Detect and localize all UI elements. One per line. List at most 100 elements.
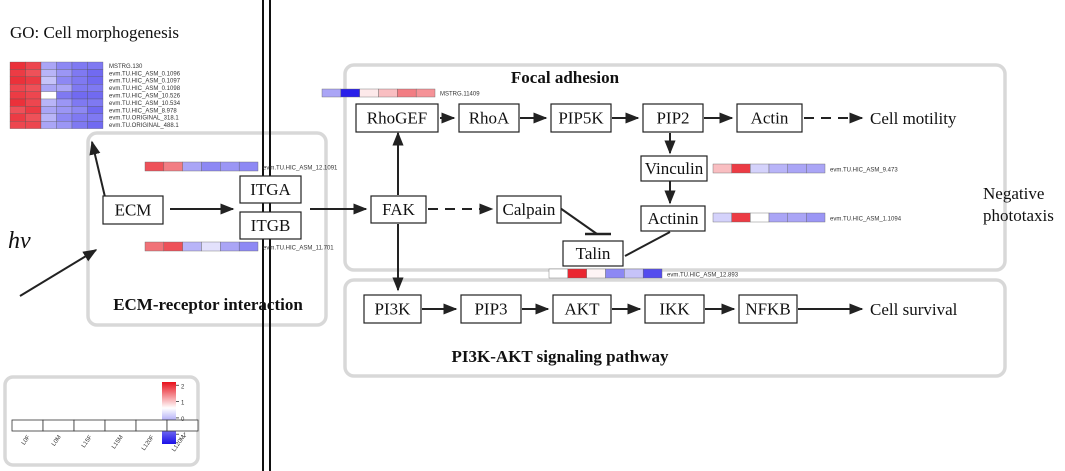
- edge-ecm-go: [89, 140, 106, 198]
- node-fak[interactable]: FAK: [370, 195, 427, 224]
- node-talin[interactable]: Talin: [562, 240, 624, 267]
- node-calpain[interactable]: Calpain: [496, 195, 562, 224]
- strip-cell: [712, 163, 732, 174]
- heatmap-cell: [87, 69, 104, 77]
- heatmap-cell: [56, 106, 73, 114]
- legend-sample-label: L15M: [111, 435, 125, 451]
- heatmap-cell: [56, 76, 73, 85]
- heatmap-cell: [9, 76, 26, 85]
- heatmap-cell: [9, 121, 26, 129]
- svg-text:PIP2: PIP2: [656, 109, 689, 128]
- strip-cell: [787, 212, 807, 223]
- heatmap-gene-label: evm.TU.HIC_ASM_0.1097: [109, 79, 181, 85]
- heatmap-cell: [40, 121, 57, 129]
- heatmap-cell: [71, 121, 88, 129]
- light-symbol: hv: [8, 228, 31, 254]
- go-heatmap: MSTRG.130evm.TU.HIC_ASM_0.1096evm.TU.HIC…: [9, 61, 181, 129]
- node-nfkb[interactable]: NFKB: [738, 294, 798, 324]
- svg-text:NFKB: NFKB: [745, 300, 790, 319]
- strip-gene-label: evm.TU.HIC_ASM_12.893: [667, 273, 739, 279]
- strip-cell: [642, 268, 663, 279]
- heatmap-cell: [40, 61, 57, 70]
- node-rhoa[interactable]: RhoA: [458, 103, 520, 133]
- strip-cell: [567, 268, 587, 279]
- strip-cell: [731, 163, 751, 174]
- gene-expression-strips: MSTRG.11409 evm.TU.HIC_ASM_12.1091 evm.TU.…: [144, 88, 902, 279]
- node-actinin[interactable]: Actinin: [640, 205, 706, 232]
- svg-text:PI3K: PI3K: [375, 300, 412, 319]
- node-ikk[interactable]: IKK: [644, 294, 705, 324]
- gene-strip-rhogef: MSTRG.11409: [321, 88, 480, 98]
- legend-sample-label: L120F: [141, 434, 156, 452]
- ecm-receptor-title: ECM-receptor interaction: [113, 295, 303, 314]
- gene-strip-vinculin: evm.TU.HIC_ASM_9.473: [712, 163, 898, 174]
- edge-actinin-talin: [624, 231, 671, 257]
- heatmap-cell: [40, 106, 57, 114]
- strip-cell: [768, 163, 788, 174]
- strip-cell: [359, 88, 379, 98]
- strip-cell: [182, 161, 202, 172]
- heatmap-cell: [71, 69, 88, 77]
- heatmap-cell: [87, 106, 104, 114]
- svg-text:PIP3: PIP3: [474, 300, 507, 319]
- heatmap-cell: [87, 121, 104, 129]
- node-vinculin[interactable]: Vinculin: [640, 155, 708, 182]
- heatmap-cell: [9, 98, 26, 107]
- strip-cell: [768, 212, 788, 223]
- node-itga[interactable]: ITGA: [239, 175, 302, 204]
- svg-text:IKK: IKK: [659, 300, 690, 319]
- legend-sample-label: L15F: [81, 434, 94, 449]
- heatmap-cell: [71, 106, 88, 114]
- legend-tick-label: -1: [181, 433, 187, 439]
- node-actin[interactable]: Actin: [736, 103, 803, 133]
- heatmap-gene-label: evm.TU.HIC_ASM_0.1098: [109, 86, 181, 92]
- heatmap-cell: [71, 76, 88, 85]
- legend-tick-label: 1: [181, 401, 185, 407]
- focal-adhesion-title: Focal adhesion: [511, 68, 620, 87]
- strip-cell: [415, 88, 436, 98]
- svg-text:ITGB: ITGB: [251, 216, 291, 235]
- strip-cell: [586, 268, 606, 279]
- go-title: GO: Cell morphogenesis: [10, 23, 179, 42]
- strip-cell: [321, 88, 342, 98]
- heatmap-cell: [56, 121, 73, 129]
- heatmap-gene-label: evm.TU.HIC_ASM_10.526: [109, 94, 181, 100]
- svg-text:AKT: AKT: [565, 300, 601, 319]
- strip-cell: [605, 268, 625, 279]
- heatmap-cell: [56, 84, 73, 92]
- strip-cell: [624, 268, 644, 279]
- node-ecm[interactable]: ECM: [102, 195, 164, 225]
- legend-tick-label: 0: [181, 417, 185, 423]
- strip-cell: [378, 88, 398, 98]
- legend-colorbar: [162, 382, 176, 444]
- gene-strip-itga: evm.TU.HIC_ASM_12.1091: [144, 161, 338, 172]
- svg-text:Talin: Talin: [576, 244, 611, 263]
- node-itgb[interactable]: ITGB: [239, 211, 302, 240]
- heatmap-cell: [25, 91, 42, 100]
- heatmap-cell: [56, 113, 73, 122]
- gene-strip-itgb: evm.TU.HIC_ASM_11.701: [144, 241, 334, 252]
- heatmap-cell: [25, 61, 42, 70]
- heatmap-cell: [25, 76, 42, 85]
- heatmap-gene-label: evm.TU.HIC_ASM_8.978: [109, 108, 177, 114]
- strip-cell: [548, 268, 569, 279]
- svg-text:PIP5K: PIP5K: [558, 109, 604, 128]
- heatmap-cell: [25, 69, 42, 77]
- strip-cell: [238, 161, 259, 172]
- svg-text:ITGA: ITGA: [250, 180, 291, 199]
- svg-text:Vinculin: Vinculin: [645, 159, 704, 178]
- node-pip5k[interactable]: PIP5K: [550, 103, 612, 133]
- node-pip2[interactable]: PIP2: [642, 103, 704, 133]
- node-pi3k[interactable]: PI3K: [363, 294, 422, 324]
- node-akt[interactable]: AKT: [552, 294, 612, 324]
- phototaxis-label-line1: Negative: [983, 184, 1044, 203]
- strip-cell: [163, 161, 183, 172]
- heatmap-cell: [40, 91, 57, 100]
- strip-cell: [220, 161, 240, 172]
- heatmap-gene-label: evm.TU.HIC_ASM_10.534: [109, 101, 181, 107]
- heatmap-cell: [40, 98, 57, 107]
- strip-cell: [787, 163, 807, 174]
- node-rhogef[interactable]: RhoGEF: [355, 103, 439, 133]
- node-pip3[interactable]: PIP3: [460, 294, 522, 324]
